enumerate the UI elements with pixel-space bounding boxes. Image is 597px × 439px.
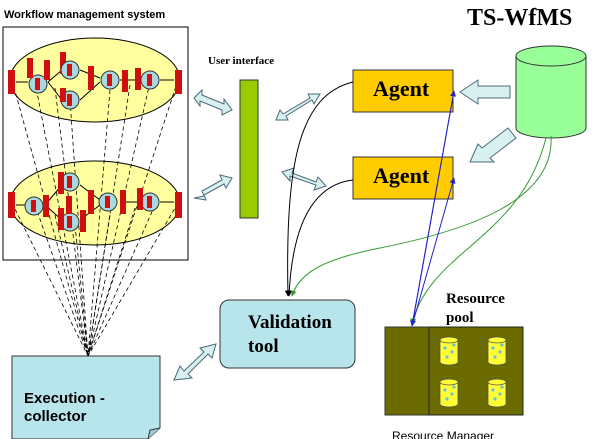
user-interface-label: User interface	[208, 55, 275, 67]
database-to-resource-manager-curve	[410, 137, 547, 325]
resource-manager-label: Resource Manager	[392, 429, 495, 439]
dashed-lines	[11, 79, 179, 357]
agent-top-to-validation-curve	[284, 81, 354, 297]
agent-top-to-resource-line	[409, 90, 455, 327]
workflow-nodes-bottom	[8, 172, 182, 232]
resource-pool-label-line1: Resource	[446, 291, 505, 307]
validation-tool-box	[219, 299, 356, 369]
workflow-nodes-top	[8, 52, 182, 110]
execution-collector-label-line2: collector	[24, 408, 87, 425]
agent-bottom-label: Agent	[373, 163, 430, 188]
double-arrows	[173, 79, 517, 381]
resource-to-agent-bottom-line	[411, 177, 456, 327]
validation-tool-label-line2: tool	[248, 336, 279, 357]
agent-top-label: Agent	[373, 76, 430, 101]
agent-top-box	[352, 69, 454, 113]
validation-tool-label-line1: Validation	[248, 312, 332, 333]
diagram-title: TS-WfMS	[467, 5, 573, 31]
wfms-label: Workflow management system	[4, 9, 166, 21]
execution-collector-label-line1: Execution -	[24, 390, 105, 407]
resource-pool-label-line2: pool	[446, 310, 474, 326]
agent-bottom-to-validation-curve	[286, 179, 354, 297]
resource-pool-cylinders	[439, 336, 507, 408]
database-to-validation-curve	[290, 135, 552, 297]
database-cylinder	[515, 45, 587, 139]
user-interface-bar	[239, 79, 259, 219]
